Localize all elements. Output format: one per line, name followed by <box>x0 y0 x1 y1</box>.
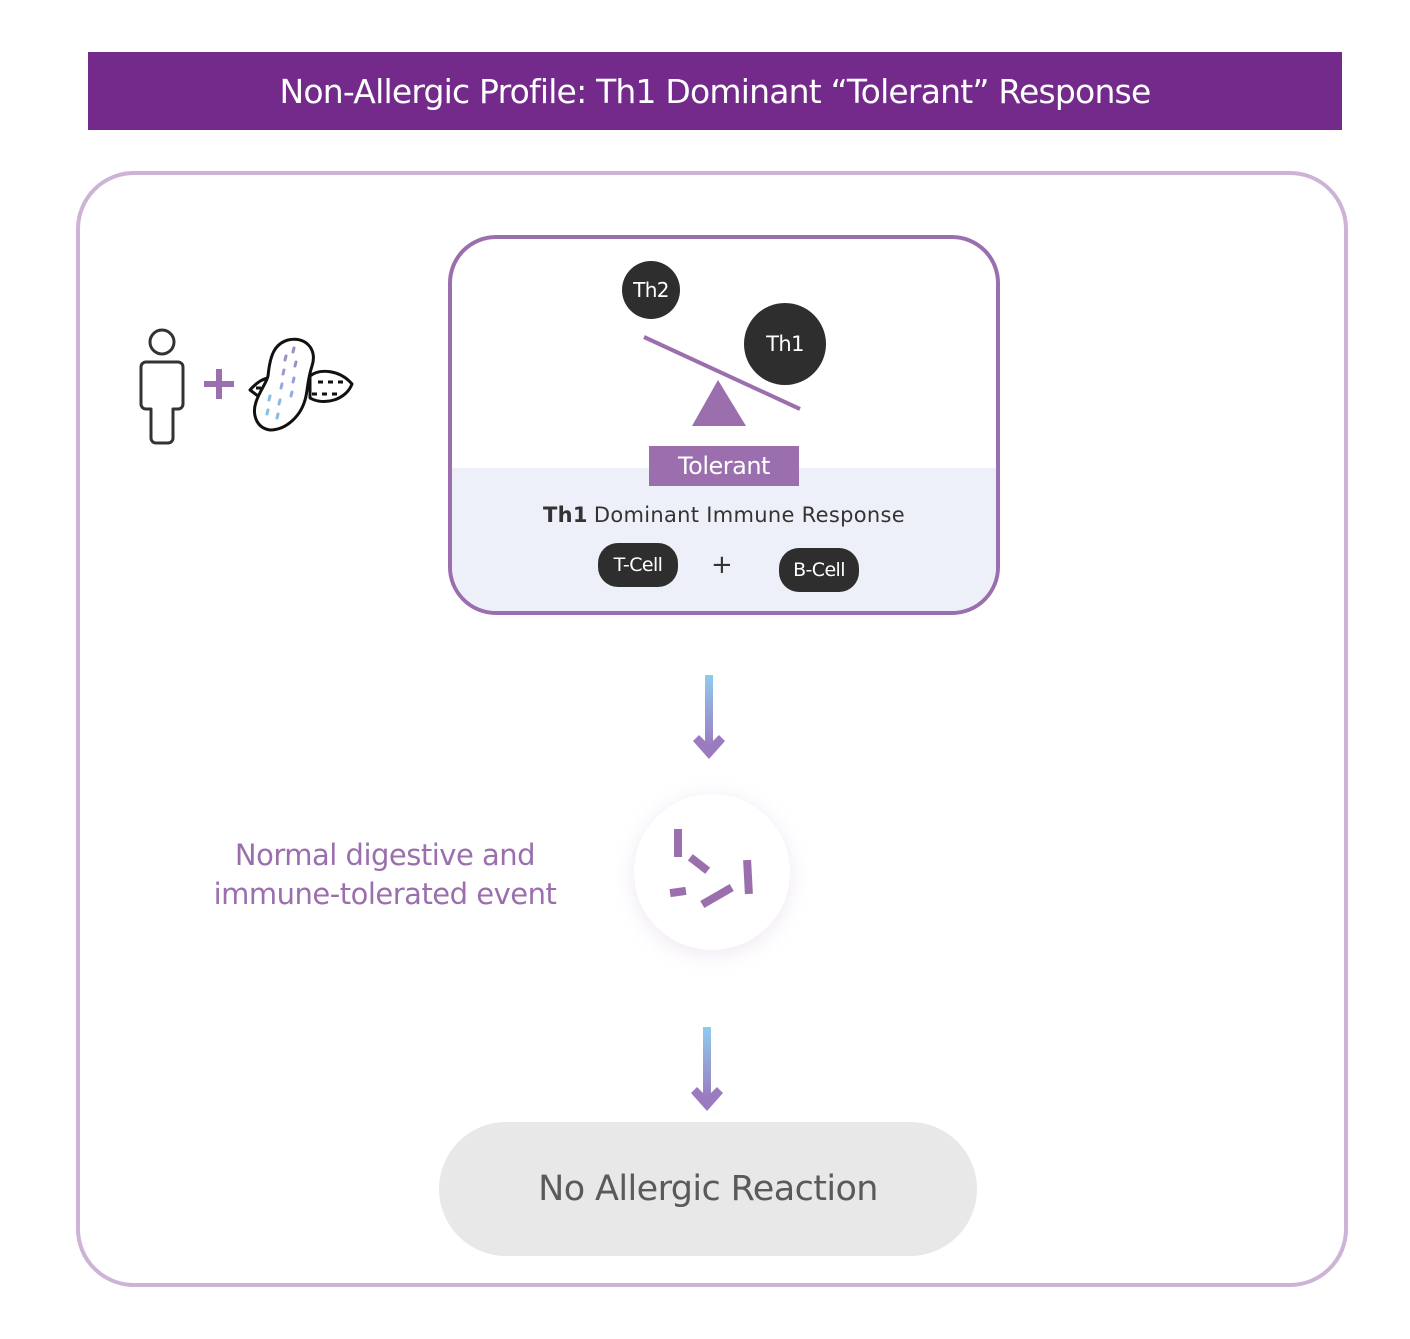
page-title: Non-Allergic Profile: Th1 Dominant “Tole… <box>279 71 1152 111</box>
seesaw-icon <box>643 335 801 426</box>
digestive-event-label: Normal digestive and immune-tolerated ev… <box>213 838 557 911</box>
th1-node: Th1 <box>744 303 826 385</box>
peanut-icon <box>248 337 354 432</box>
outcome-label: No Allergic Reaction <box>538 1169 878 1209</box>
arrow-down-icon <box>693 675 725 759</box>
plus-icon <box>204 369 234 399</box>
arrow-down-icon <box>691 1027 723 1111</box>
cells-plus: + <box>711 550 733 580</box>
response-description: Dominant Immune Response <box>593 503 905 527</box>
outcome-pill: No Allergic Reaction <box>439 1122 977 1256</box>
response-dominant: Th1 <box>543 503 588 527</box>
th2-node: Th2 <box>622 261 680 319</box>
response-panel <box>452 468 996 611</box>
b-cell-pill: B-Cell <box>779 548 859 592</box>
diagram-panel <box>76 171 1348 1287</box>
digested-fragments-icon <box>634 794 790 950</box>
person-icon <box>139 328 185 445</box>
tolerant-tag: Tolerant <box>649 446 799 486</box>
title-bar: Non-Allergic Profile: Th1 Dominant “Tole… <box>88 52 1342 130</box>
t-cell-pill: T-Cell <box>598 543 678 587</box>
